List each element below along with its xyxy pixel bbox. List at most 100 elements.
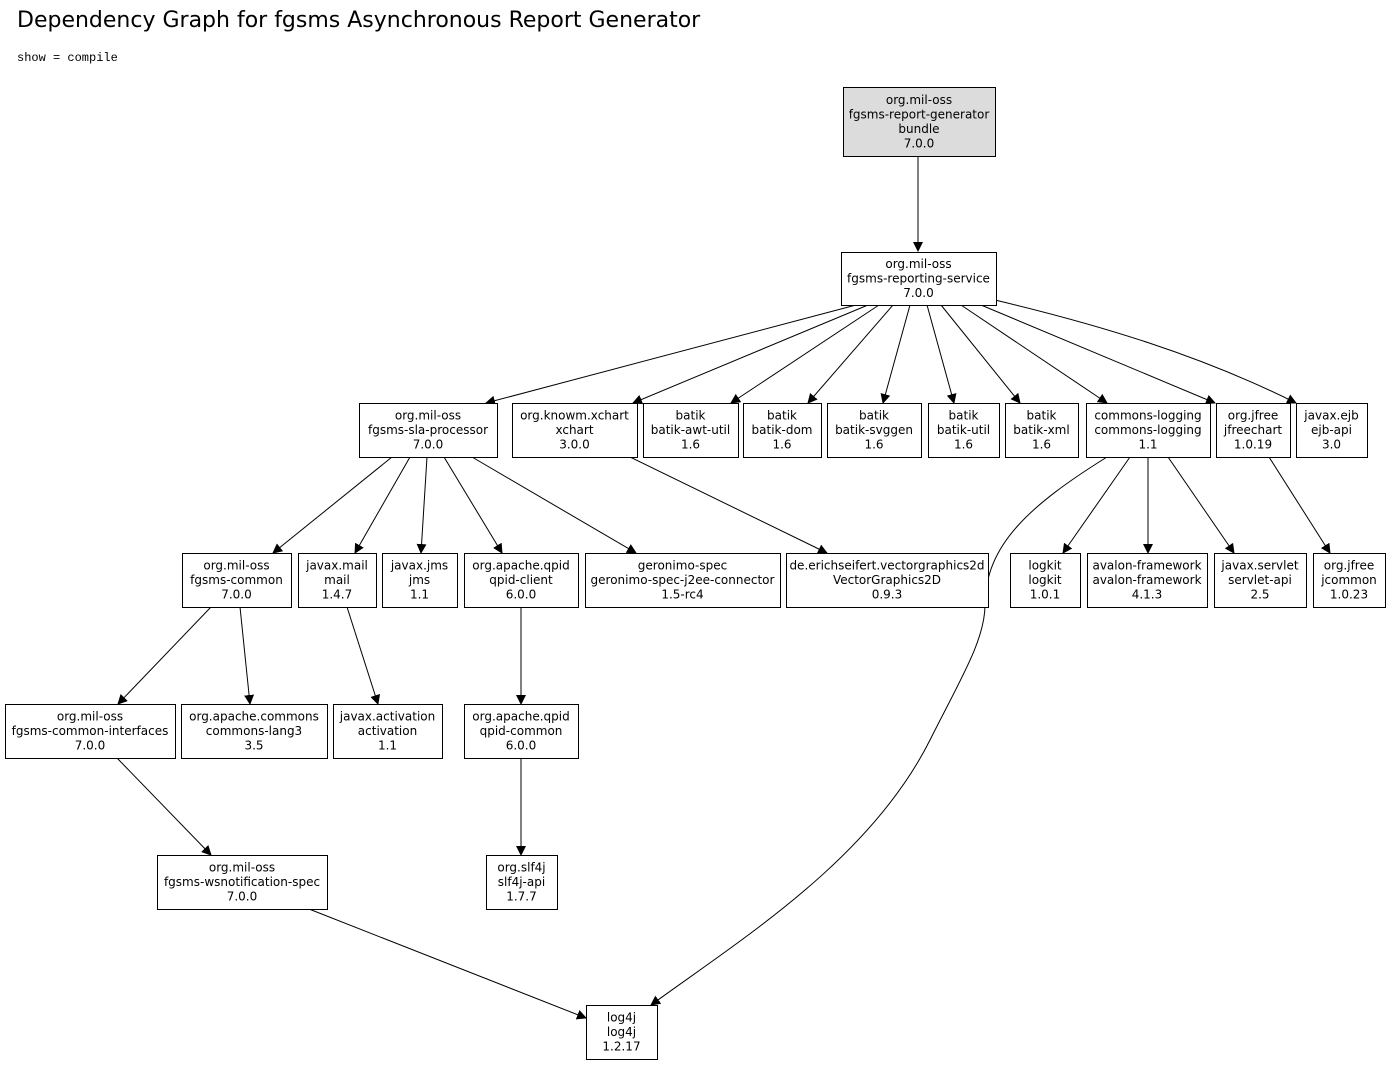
edge-reporting-service-to-batik-xml bbox=[940, 304, 1021, 404]
node-label-line: 7.0.0 bbox=[904, 136, 935, 150]
node-label-line: 1.6 bbox=[772, 438, 791, 452]
node-geronimo: geronimo-specgeronimo-spec-j2ee-connecto… bbox=[585, 553, 781, 608]
node-label-line: xchart bbox=[555, 423, 593, 437]
node-label-line: 2.5 bbox=[1250, 588, 1269, 602]
node-label-line: batik bbox=[767, 409, 797, 423]
node-label-line: bundle bbox=[898, 122, 939, 136]
node-label-line: 1.1 bbox=[1138, 438, 1157, 452]
node-label-line: org.jfree bbox=[1228, 409, 1279, 423]
node-label-line: javax.jms bbox=[390, 559, 448, 573]
node-label-line: batik bbox=[676, 409, 706, 423]
node-label-line: avalon-framework bbox=[1092, 559, 1201, 573]
node-label-line: de.erichseifert.vectorgraphics2d bbox=[789, 559, 984, 573]
node-label-line: activation bbox=[358, 724, 417, 738]
node-label-line: org.mil-oss bbox=[209, 861, 275, 875]
node-box bbox=[1005, 403, 1079, 458]
node-label-line: 1.0.19 bbox=[1234, 438, 1272, 452]
node-label-line: 3.0.0 bbox=[559, 438, 590, 452]
node-box bbox=[928, 403, 1000, 458]
node-label-line: geronimo-spec-j2ee-connector bbox=[591, 573, 775, 587]
edge-xchart-to-vectorgraphics bbox=[629, 456, 828, 554]
edge-jfreechart-to-jcommon bbox=[1268, 456, 1331, 554]
edge-reporting-service-to-jfreechart bbox=[980, 304, 1216, 405]
node-label-line: fgsms-common bbox=[190, 573, 283, 587]
node-label-line: 1.1 bbox=[410, 588, 429, 602]
edge-sla-processor-to-javax-jms bbox=[416, 456, 428, 554]
node-label-line: fgsms-wsnotification-spec bbox=[164, 875, 320, 889]
node-label-line: 6.0.0 bbox=[506, 588, 537, 602]
node-box bbox=[643, 403, 739, 458]
node-box bbox=[382, 553, 458, 608]
node-label-line: org.mil-oss bbox=[203, 559, 269, 573]
node-label-line: org.jfree bbox=[1324, 559, 1375, 573]
node-label-line: 4.1.3 bbox=[1132, 588, 1163, 602]
node-box bbox=[1214, 553, 1307, 608]
node-label-line: qpid-common bbox=[480, 724, 563, 738]
node-label-line: 3.5 bbox=[244, 739, 263, 753]
node-label-line: org.knowm.xchart bbox=[520, 409, 629, 423]
node-box bbox=[512, 403, 638, 458]
node-box bbox=[298, 553, 377, 608]
node-box bbox=[841, 252, 997, 306]
node-label-line: org.mil-oss bbox=[395, 409, 461, 423]
node-box bbox=[786, 553, 989, 608]
node-report-generator: org.mil-ossfgsms-report-generatorbundle7… bbox=[843, 87, 996, 157]
node-box bbox=[464, 553, 579, 608]
node-label-line: 1.5-rc4 bbox=[661, 588, 703, 602]
node-label-line: servlet-api bbox=[1228, 573, 1292, 587]
edge-reporting-service-to-batik-svggen bbox=[880, 304, 911, 404]
node-label-line: commons-logging bbox=[1094, 423, 1201, 437]
edge-fgsms-common-to-common-interfaces bbox=[117, 606, 212, 705]
edge-reporting-service-to-sla-processor bbox=[485, 304, 857, 406]
node-label-line: 6.0.0 bbox=[506, 739, 537, 753]
node-box bbox=[333, 704, 443, 759]
node-label-line: jms bbox=[408, 573, 430, 587]
node-box bbox=[827, 403, 922, 458]
node-box bbox=[843, 87, 996, 157]
node-label-line: 1.0.23 bbox=[1330, 588, 1368, 602]
node-label-line: 1.7.7 bbox=[506, 890, 537, 904]
node-label-line: 1.2.17 bbox=[602, 1040, 640, 1054]
node-label-line: jcommon bbox=[1320, 573, 1377, 587]
node-box bbox=[5, 704, 176, 759]
node-label-line: batik bbox=[1027, 409, 1057, 423]
node-label-line: org.slf4j bbox=[497, 861, 545, 875]
node-label-line: fgsms-reporting-service bbox=[847, 272, 990, 286]
node-label-line: javax.servlet bbox=[1220, 559, 1298, 573]
node-box bbox=[157, 855, 328, 910]
node-label-line: VectorGraphics2D bbox=[833, 573, 941, 587]
node-label-line: 1.6 bbox=[864, 438, 883, 452]
node-label-line: org.apache.qpid bbox=[472, 710, 569, 724]
node-label-line: 7.0.0 bbox=[75, 739, 106, 753]
node-label-line: fgsms-report-generator bbox=[849, 107, 990, 121]
node-label-line: qpid-client bbox=[489, 573, 553, 587]
node-label-line: logkit bbox=[1028, 559, 1062, 573]
page-title: Dependency Graph for fgsms Asynchronous … bbox=[17, 8, 701, 33]
node-label-line: batik bbox=[859, 409, 889, 423]
node-label-line: org.apache.qpid bbox=[472, 559, 569, 573]
node-wsnotification: org.mil-ossfgsms-wsnotification-spec7.0.… bbox=[157, 855, 328, 910]
edge-wsnotification-to-log4j bbox=[308, 908, 587, 1020]
node-box bbox=[743, 403, 822, 458]
edge-fgsms-common-to-commons-lang3 bbox=[239, 606, 255, 705]
node-label-line: log4j bbox=[607, 1025, 636, 1039]
node-label-line: jfreechart bbox=[1223, 423, 1282, 437]
node-label-line: 7.0.0 bbox=[227, 890, 258, 904]
node-box bbox=[1087, 553, 1208, 608]
